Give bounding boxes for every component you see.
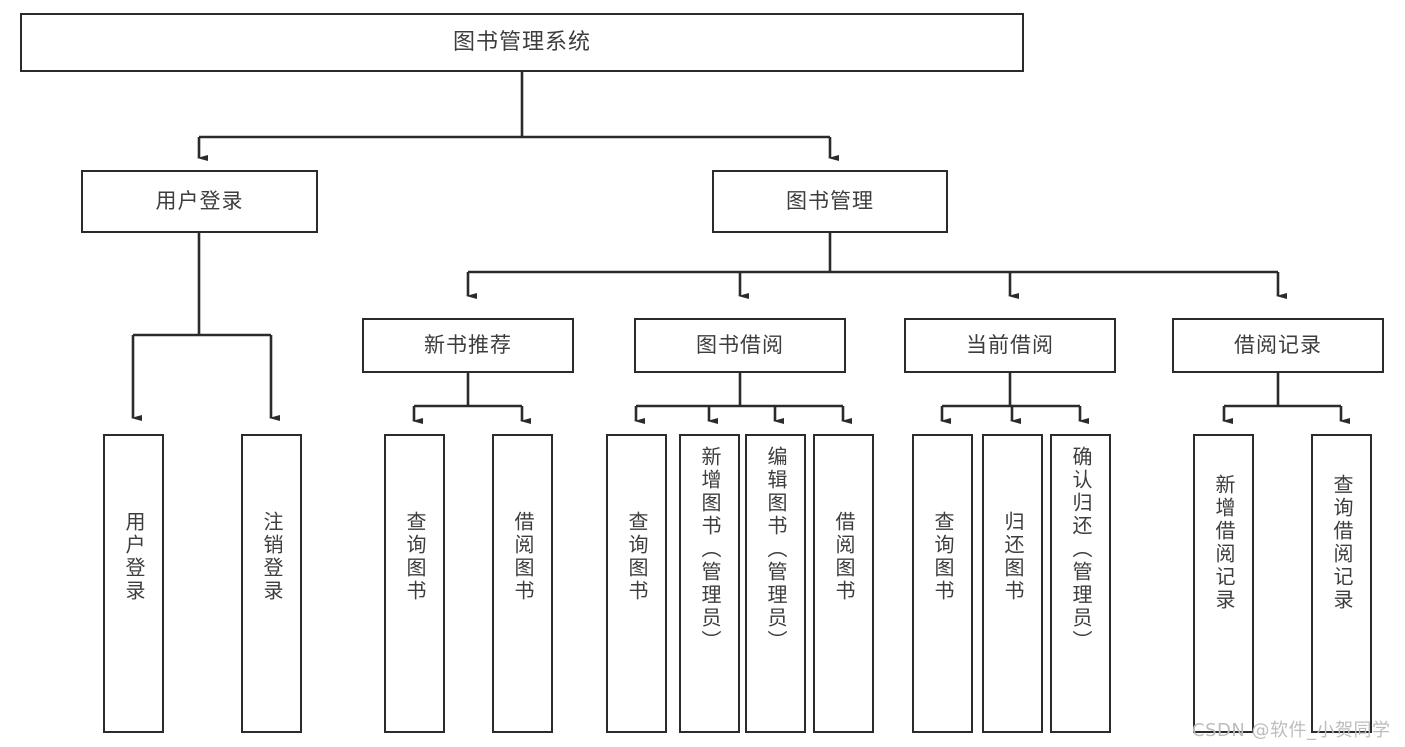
node-label: 确认归还（管理员）: [1069, 446, 1093, 653]
leaf-add-book-admin[interactable]: 新增图书（管理员）: [679, 434, 740, 733]
node-label: 借阅记录: [1234, 333, 1322, 358]
node-label: 查询图书: [403, 511, 427, 603]
watermark-text: CSDN @软件_小贺同学: [1192, 720, 1391, 741]
node-label: 新书推荐: [424, 333, 512, 358]
leaf-user-logout[interactable]: 注销登录: [241, 434, 302, 733]
node-label: 新增图书（管理员）: [698, 446, 722, 653]
leaf-query-borrow-record[interactable]: 查询借阅记录: [1311, 434, 1372, 733]
node-label: 查询图书: [625, 511, 649, 603]
node-book-borrow[interactable]: 图书借阅: [634, 318, 846, 373]
leaf-user-login[interactable]: 用户登录: [103, 434, 164, 733]
node-label: 新增借阅记录: [1212, 474, 1236, 612]
node-label: 归还图书: [1001, 511, 1025, 603]
leaf-borrow-book-recommend[interactable]: 借阅图书: [492, 434, 553, 733]
node-label: 借阅图书: [832, 511, 856, 603]
node-label: 当前借阅: [966, 333, 1054, 358]
node-label: 图书管理系统: [452, 29, 591, 55]
node-label: 用户登录: [155, 189, 244, 214]
leaf-return-book[interactable]: 归还图书: [982, 434, 1043, 733]
node-label: 注销登录: [260, 511, 284, 603]
node-label: 编辑图书（管理员）: [764, 446, 788, 653]
leaf-borrow-book[interactable]: 借阅图书: [813, 434, 874, 733]
node-current-borrow[interactable]: 当前借阅: [904, 318, 1116, 373]
leaf-add-borrow-record[interactable]: 新增借阅记录: [1193, 434, 1254, 733]
node-user-login[interactable]: 用户登录: [81, 170, 318, 233]
node-label: 借阅图书: [511, 511, 535, 603]
node-root-system[interactable]: 图书管理系统: [20, 13, 1024, 72]
leaf-confirm-return-admin[interactable]: 确认归还（管理员）: [1050, 434, 1111, 733]
node-label: 图书借阅: [696, 333, 784, 358]
node-label: 图书管理: [786, 189, 874, 214]
node-label: 查询图书: [931, 511, 955, 603]
leaf-query-book-recommend[interactable]: 查询图书: [384, 434, 445, 733]
node-label: 用户登录: [122, 511, 146, 603]
node-label: 查询借阅记录: [1330, 474, 1354, 612]
node-book-manage[interactable]: 图书管理: [712, 170, 948, 233]
leaf-query-book-borrow[interactable]: 查询图书: [606, 434, 667, 733]
node-new-book-recommend[interactable]: 新书推荐: [362, 318, 574, 373]
leaf-edit-book-admin[interactable]: 编辑图书（管理员）: [745, 434, 806, 733]
leaf-query-book-current[interactable]: 查询图书: [912, 434, 973, 733]
node-borrow-record[interactable]: 借阅记录: [1172, 318, 1384, 373]
